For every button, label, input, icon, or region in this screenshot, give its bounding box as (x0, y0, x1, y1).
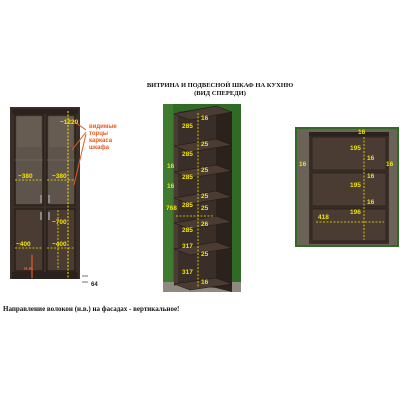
left-value-1: 16 (167, 163, 175, 170)
shelf-thickness-r2: 16 (367, 173, 375, 180)
note-line-1: видимые (89, 124, 117, 130)
door-width-left: ~400 (16, 241, 31, 248)
left-cabinet: ~1220 ~380 ~380 ~700 ~400 ~400 н.в. 64 в… (10, 107, 117, 288)
shelf-thickness-3: 25 (201, 193, 209, 200)
shelf-thickness-5: 26 (201, 221, 209, 228)
shelf-spacing-5: 285 (182, 227, 193, 234)
door-width-right: ~400 (52, 241, 67, 248)
shelf-spacing-1: 285 (182, 123, 193, 130)
shelf-spacing-2: 285 (182, 151, 193, 158)
shelf-spacing-3: 285 (182, 174, 193, 181)
height-label: ~1220 (60, 119, 79, 126)
cell-height-1: 195 (350, 145, 361, 152)
solid-door-right (46, 208, 76, 272)
glass-width-left: ~380 (18, 173, 33, 180)
grain-label: н.в. (24, 266, 34, 272)
side-left: 16 (299, 161, 307, 168)
note-line-3: каркаса (89, 138, 113, 144)
shelf-spacing-4: 285 (182, 202, 193, 209)
shelf-thickness-r1: 16 (367, 155, 375, 162)
middle-cabinet: 285 285 285 285 285 317 317 16 25 25 25 … (163, 104, 241, 292)
side-right: 16 (386, 161, 394, 168)
shelf-thickness-1: 25 (201, 141, 209, 148)
shelf-thickness-6: 25 (201, 251, 209, 258)
side-thickness-bottom: 16 (201, 279, 209, 286)
shelf-thickness-2: 25 (201, 167, 209, 174)
top-thickness: 16 (358, 129, 366, 136)
solid-door-left (14, 208, 44, 272)
cabinet-width: 418 (318, 214, 329, 221)
drawing-title: ВИТРИНА И ПОДВЕСНОЙ ШКАФ НА КУХНЮ (146, 82, 294, 89)
cell-height-2: 195 (350, 182, 361, 189)
depth-label: 768 (166, 205, 177, 212)
grain-direction-note: Направление волокон (н.в.) на фасадах - … (3, 305, 180, 313)
cell-height-3: 196 (350, 209, 361, 216)
shelf-thickness-r3: 16 (367, 199, 375, 206)
side-thickness-top: 16 (201, 115, 209, 122)
glass-width-right: ~380 (52, 173, 67, 180)
note-line-2: торцы (89, 131, 108, 137)
note-line-4: шкафа (89, 144, 110, 151)
shelf-spacing-7: 317 (182, 269, 193, 276)
shelf-spacing-6: 317 (182, 243, 193, 250)
left-value-2: 16 (167, 183, 175, 190)
plinth-height: 64 (91, 282, 98, 288)
drawing-subtitle: (ВИД СПЕРЕДИ) (194, 90, 246, 97)
shelf-thickness-4: 25 (201, 205, 209, 212)
lower-height: ~700 (52, 219, 67, 226)
right-cabinet: 16 16 16 195 195 196 16 16 16 418 (295, 127, 399, 247)
